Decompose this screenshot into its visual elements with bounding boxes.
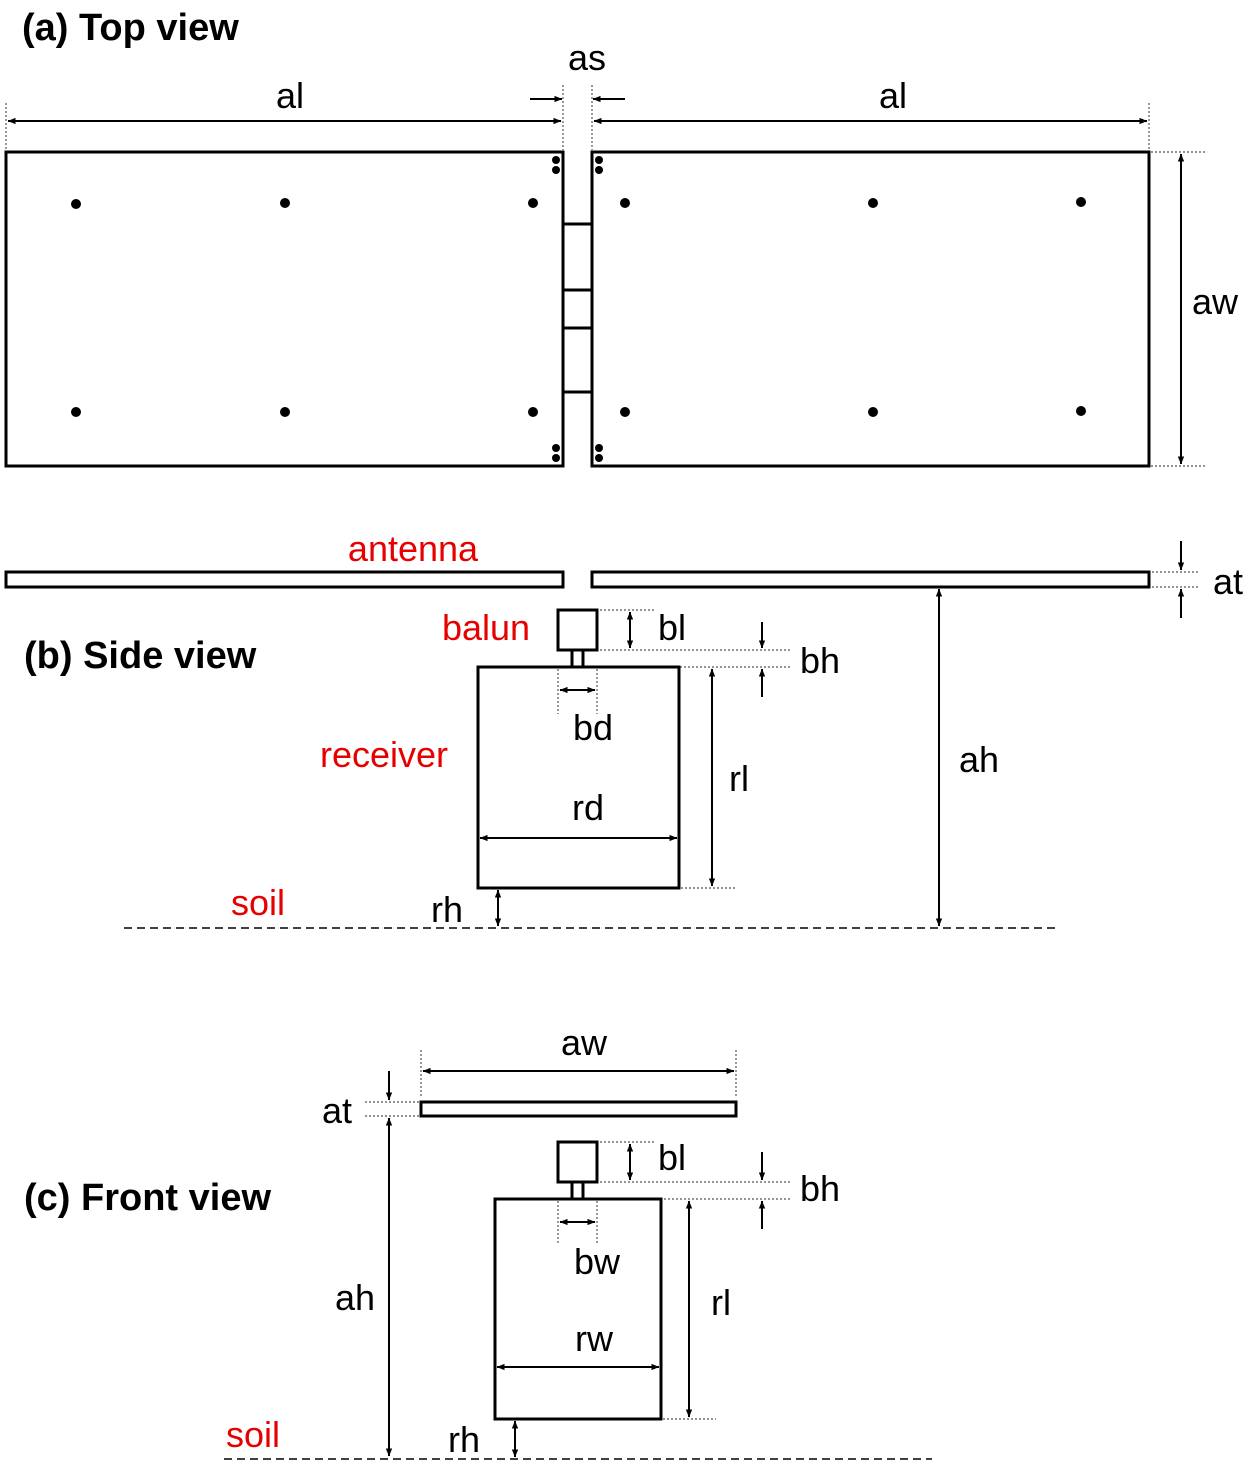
feed-hole <box>552 444 560 452</box>
feed-hole <box>595 444 603 452</box>
label-rd: rd <box>572 787 604 828</box>
receiver-box-front <box>493 1197 663 1421</box>
label-bh: bh <box>800 640 840 681</box>
feed-hole <box>595 454 603 462</box>
mounting-hole <box>868 198 878 208</box>
antenna-side-right <box>590 570 1151 589</box>
label-rw: rw <box>575 1318 614 1359</box>
label-soil-front: soil <box>226 1414 280 1455</box>
mounting-hole <box>71 407 81 417</box>
label-aw-front: aw <box>561 1022 608 1063</box>
label-at: at <box>1213 561 1243 602</box>
feed-hole <box>552 454 560 462</box>
label-rl: rl <box>729 758 749 799</box>
label-at-front: at <box>322 1090 352 1131</box>
label-antenna: antenna <box>348 528 479 569</box>
label-ah: ah <box>959 739 999 780</box>
mounting-hole <box>280 198 290 208</box>
feed-hole <box>552 166 560 174</box>
side-view-heading: (b) Side view <box>24 635 257 677</box>
mounting-hole <box>1076 197 1086 207</box>
label-bl-front: bl <box>658 1137 686 1178</box>
antenna-side-left <box>4 570 565 589</box>
balun-stem-front <box>570 1180 585 1201</box>
label-bh-front: bh <box>800 1168 840 1209</box>
label-soil: soil <box>231 882 285 923</box>
receiver-box <box>476 665 681 890</box>
label-bl: bl <box>658 607 686 648</box>
top-view: (a) Top view al as al <box>4 7 1239 468</box>
gap-connector <box>561 222 594 292</box>
label-rl-front: rl <box>711 1282 731 1323</box>
label-balun: balun <box>442 607 530 648</box>
label-aw: aw <box>1192 281 1239 322</box>
mounting-hole <box>620 407 630 417</box>
mounting-hole <box>528 198 538 208</box>
mounting-hole <box>71 199 81 209</box>
label-as: as <box>568 37 606 78</box>
label-bw: bw <box>574 1241 621 1282</box>
feed-hole <box>595 156 603 164</box>
balun-box <box>556 608 599 652</box>
label-bd: bd <box>573 707 613 748</box>
front-view: (c) Front view aw at ah bl bh <box>24 1022 932 1460</box>
antenna-front <box>419 1100 738 1118</box>
label-ah-front: ah <box>335 1277 375 1318</box>
label-rh: rh <box>431 889 463 930</box>
feed-hole <box>595 166 603 174</box>
side-view: (b) Side view antenna at balun bl bh rec… <box>4 528 1243 930</box>
mounting-hole <box>868 407 878 417</box>
front-view-heading: (c) Front view <box>24 1177 271 1219</box>
mounting-hole <box>528 407 538 417</box>
feed-hole <box>552 156 560 164</box>
label-al-left: al <box>276 75 304 116</box>
gap-connector <box>561 288 594 330</box>
gap-connector <box>561 326 594 394</box>
label-al-right: al <box>879 75 907 116</box>
balun-stem <box>570 648 585 669</box>
mounting-hole <box>1076 406 1086 416</box>
balun-box-front <box>556 1140 599 1184</box>
top-view-heading: (a) Top view <box>22 7 239 49</box>
label-receiver: receiver <box>320 734 448 775</box>
mounting-hole <box>280 407 290 417</box>
label-rh-front: rh <box>448 1419 480 1460</box>
mounting-hole <box>620 198 630 208</box>
